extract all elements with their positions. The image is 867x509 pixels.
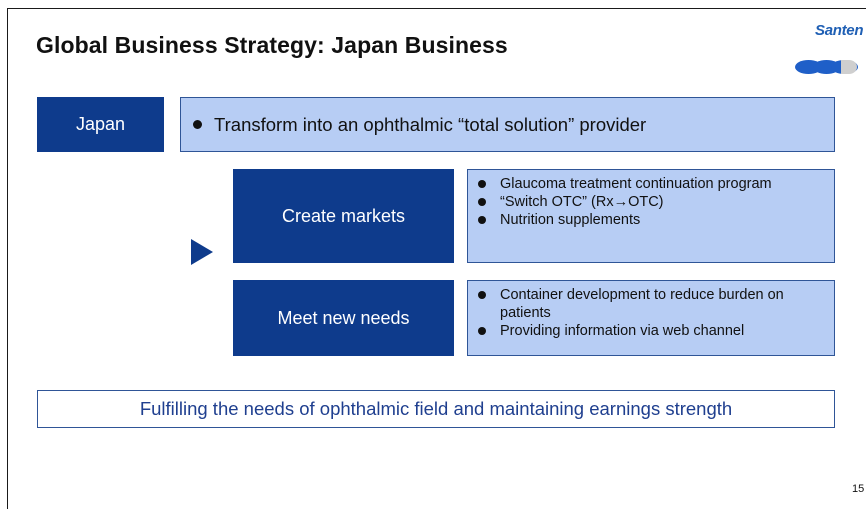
meet-new-needs-box: Meet new needs	[233, 280, 454, 356]
summary-box: Fulfilling the needs of ophthalmic field…	[37, 390, 835, 428]
create-markets-box: Create markets	[233, 169, 454, 263]
japan-headline-box: Transform into an ophthalmic “total solu…	[180, 97, 835, 152]
list-item-text: Providing information via web channel	[500, 323, 745, 339]
bullet-icon	[193, 120, 202, 129]
create-markets-list: Glaucoma treatment continuation program …	[467, 169, 835, 263]
bullet-icon	[478, 216, 486, 224]
list-item-text: Glaucoma treatment continuation program	[500, 176, 772, 192]
list-item: Nutrition supplements	[478, 211, 826, 229]
page-number: 15	[852, 483, 865, 495]
list-item: Container development to reduce burden o…	[478, 286, 826, 322]
summary-text: Fulfilling the needs of ophthalmic field…	[139, 398, 733, 419]
meet-new-needs-list: Container development to reduce burden o…	[467, 280, 835, 356]
slide-frame	[7, 8, 866, 509]
progress-dot-empty	[841, 60, 857, 74]
meet-new-needs-label: Meet new needs	[277, 307, 410, 328]
list-item: Providing information via web channel	[478, 322, 826, 340]
japan-label: Japan	[75, 114, 126, 134]
create-markets-label: Create markets	[281, 205, 406, 226]
japan-label-box: Japan	[37, 97, 164, 152]
list-item-text: “Switch OTC” (Rx→OTC)	[500, 194, 664, 210]
progress-indicator	[795, 60, 858, 74]
list-item-text: Container development to reduce burden o…	[500, 287, 784, 321]
japan-headline: Transform into an ophthalmic “total solu…	[214, 113, 647, 135]
bullet-icon	[478, 180, 486, 188]
bullet-icon	[478, 291, 486, 299]
bullet-icon	[478, 198, 486, 206]
list-item: Glaucoma treatment continuation program	[478, 175, 826, 193]
right-arrow-icon	[191, 239, 213, 265]
list-item: “Switch OTC” (Rx→OTC)	[478, 193, 826, 211]
slide-title: Global Business Strategy: Japan Business	[36, 32, 508, 58]
santen-logo: Santen	[815, 22, 864, 39]
bullet-icon	[478, 327, 486, 335]
list-item-text: Nutrition supplements	[500, 212, 641, 228]
